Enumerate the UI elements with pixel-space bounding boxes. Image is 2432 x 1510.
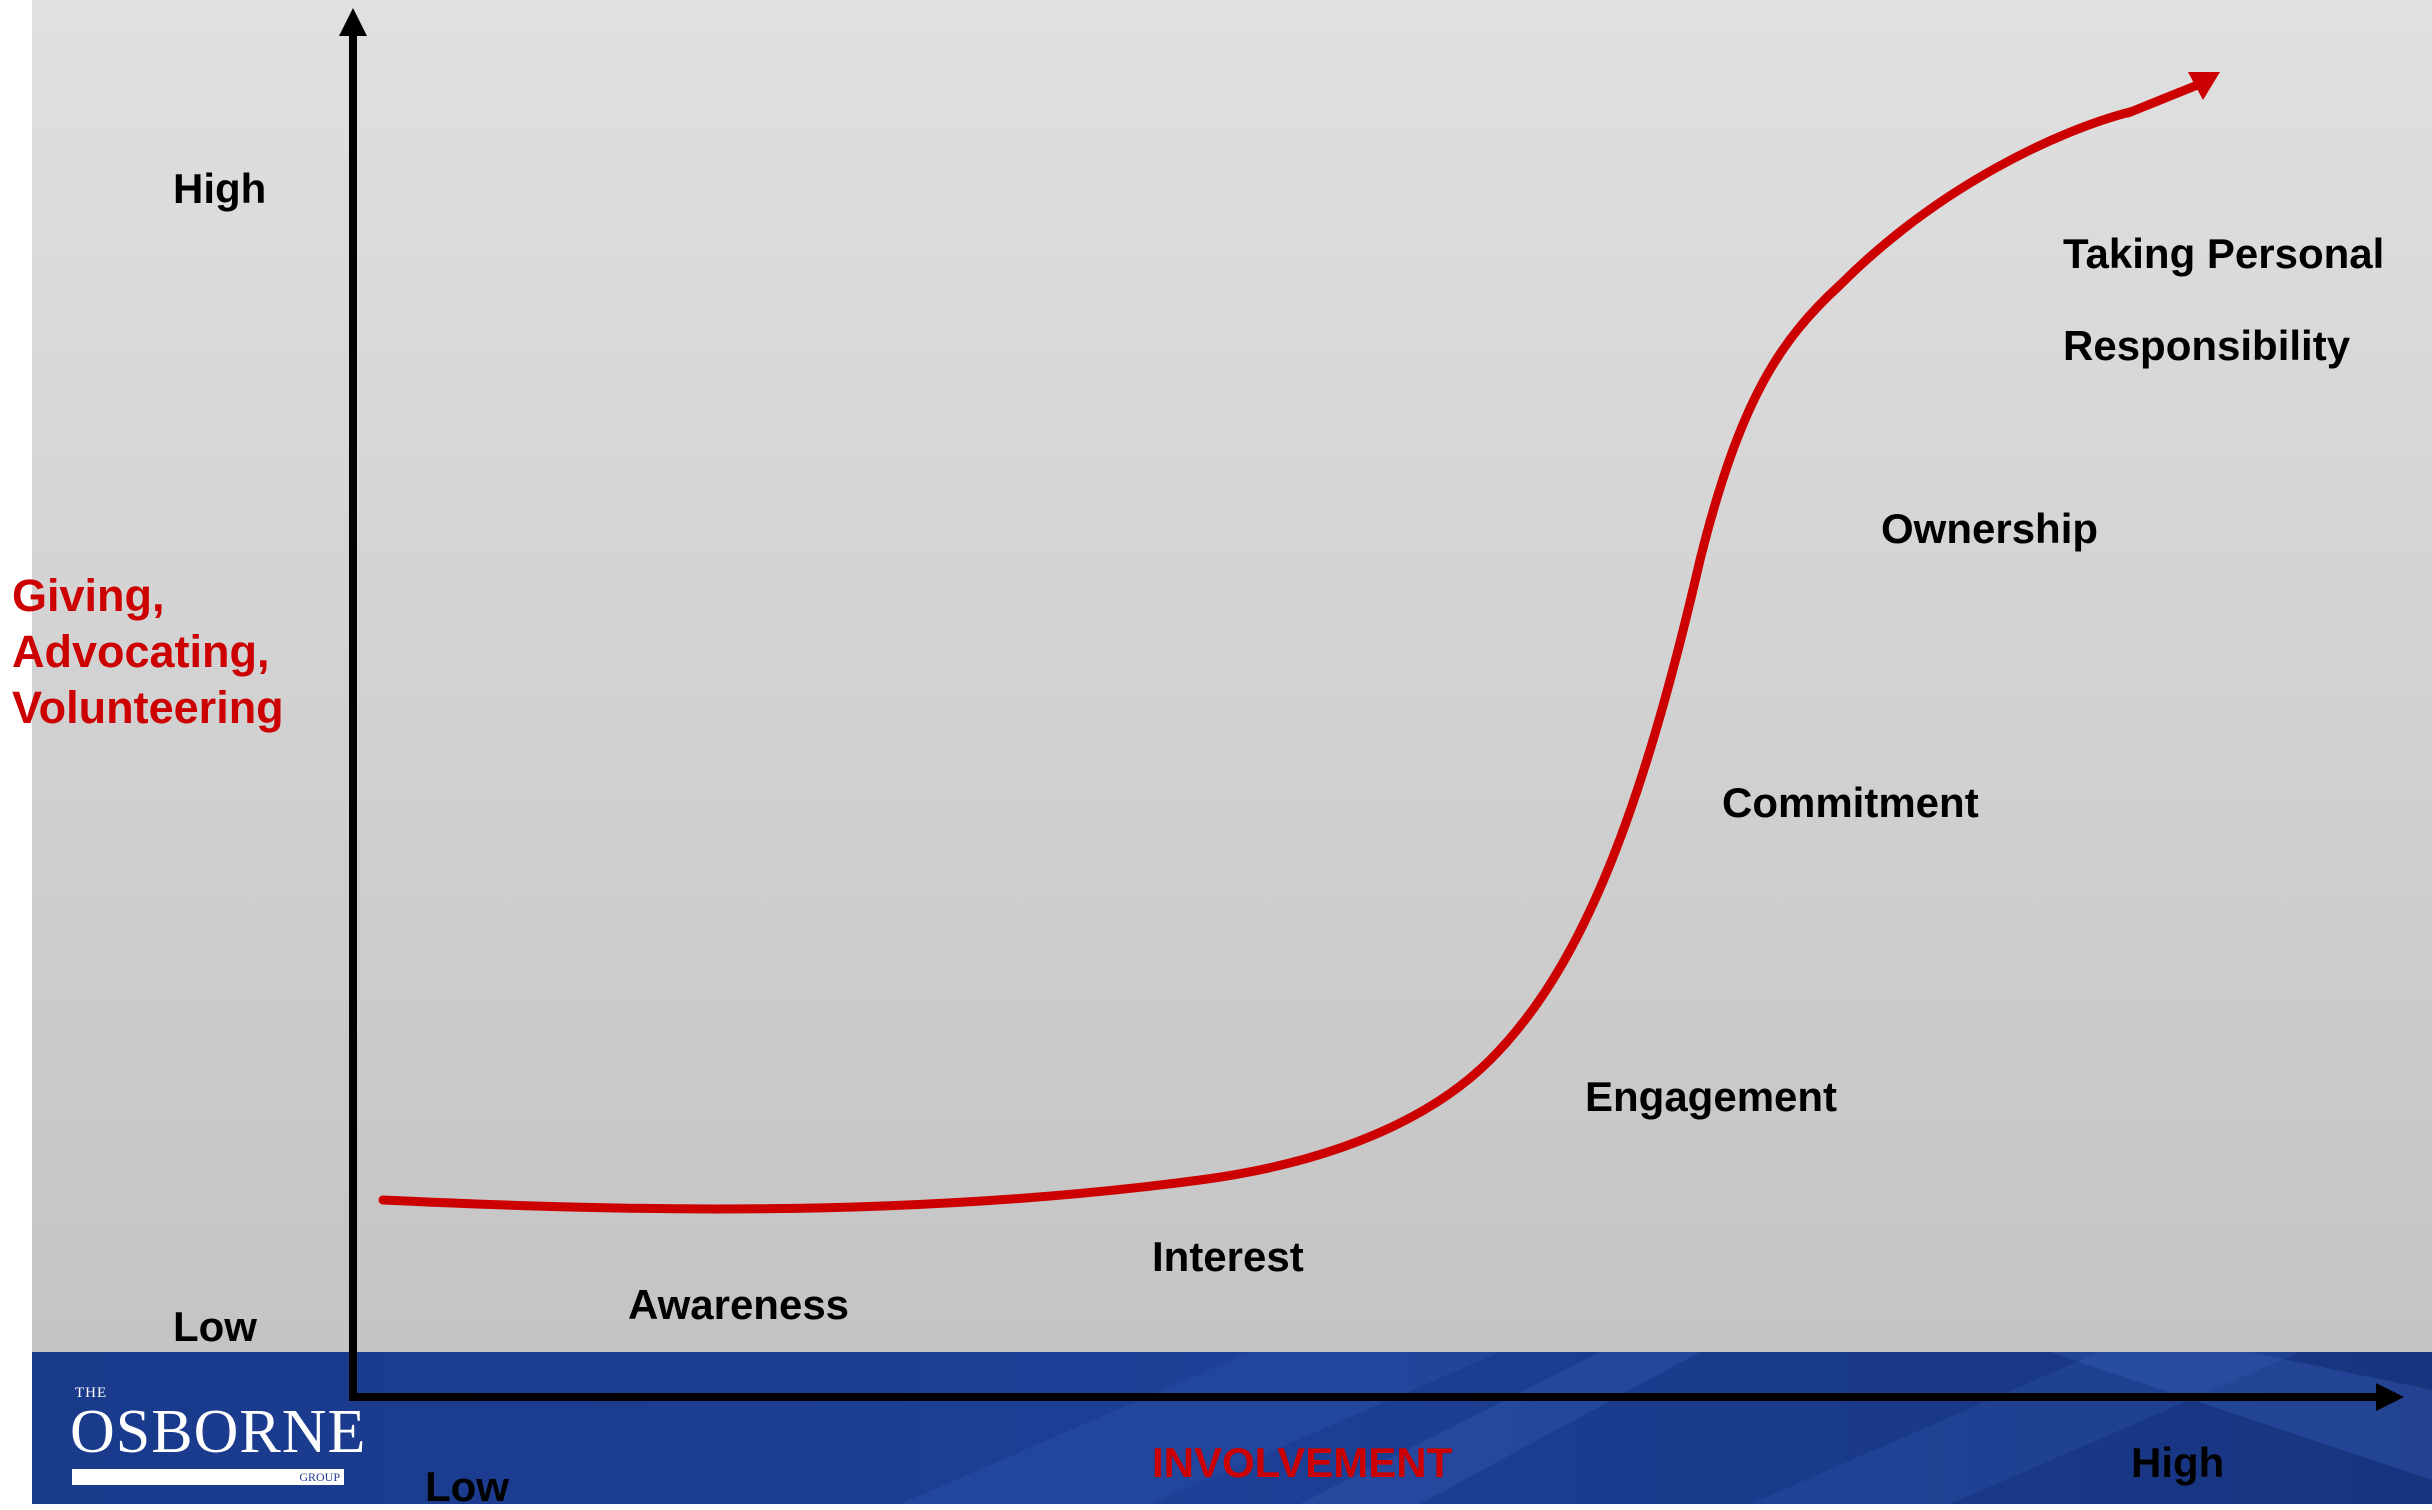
y-axis-arrowhead [339,8,367,36]
logo-group-text: GROUP [299,1470,340,1484]
y-axis-low-label: Low [173,1303,257,1350]
slide-background [32,0,2432,1352]
curve-arrow-shaft [2123,79,2205,118]
footer-band [32,1352,2432,1504]
stage-engagement-label: Engagement [1585,1073,1838,1120]
stage-taking-line: Responsibility [2063,322,2351,369]
x-axis-arrowhead [2376,1383,2404,1411]
x-axis-low-label: Low [425,1463,509,1510]
stage-taking-responsibility-label: Taking Personal Responsibility [2063,208,2384,392]
stage-interest-label: Interest [1152,1233,1304,1280]
stage-commitment-label: Commitment [1722,779,1979,826]
x-axis-title: INVOLVEMENT [1152,1439,1453,1486]
logo-name-text: OSBORNE [70,1398,367,1466]
stage-awareness-label: Awareness [628,1281,850,1328]
y-axis-title-line: Volunteering [12,682,284,733]
y-axis-title: Giving, Advocating, Volunteering [12,568,284,736]
stage-ownership-label: Ownership [1881,505,2099,552]
y-axis-title-line: Advocating, [12,626,270,677]
left-white-strip [0,0,32,1504]
logo-the-text: THE [75,1385,108,1401]
involvement-curve [378,107,2135,1214]
stage-taking-line: Taking Personal [2063,230,2385,277]
osborne-group-logo: THE OSBORNE GROUP [70,1385,365,1489]
x-axis-high-label: High [2131,1439,2225,1486]
logo-bar: GROUP [72,1469,344,1485]
y-axis-high-label: High [173,165,267,212]
y-axis-title-line: Giving, [12,570,165,621]
